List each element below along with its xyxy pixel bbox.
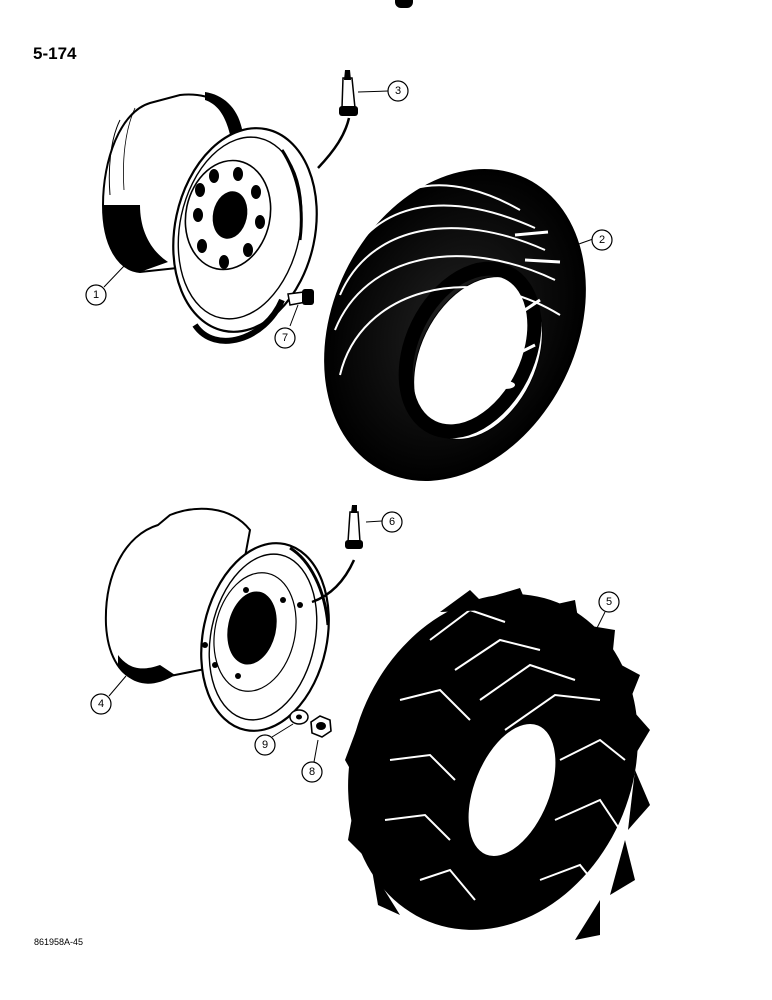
callout-4: 4 — [90, 693, 112, 715]
front-wheel-rim — [101, 92, 318, 344]
callout-1: 1 — [85, 284, 107, 306]
callout-leaders — [103, 90, 606, 763]
rear-wheel-rim — [104, 507, 330, 732]
callout-label: 9 — [262, 739, 268, 751]
callout-9: 9 — [254, 734, 276, 756]
page-number: 5-174 — [33, 44, 77, 63]
callout-8: 8 — [301, 761, 323, 783]
valve-stem-top — [317, 70, 358, 169]
callout-label: 3 — [395, 85, 401, 97]
callout-3: 3 — [387, 80, 409, 102]
page-header-fragment — [395, 0, 413, 8]
callout-7: 7 — [274, 327, 296, 349]
figure-code: 861958A-45 — [34, 937, 84, 947]
callout-label: 7 — [282, 332, 288, 344]
callout-5: 5 — [598, 591, 620, 613]
rear-tire — [345, 588, 650, 940]
wheel-nut — [310, 715, 332, 738]
front-tire — [324, 169, 586, 481]
wheel-bolt — [287, 289, 314, 306]
callout-label: 8 — [309, 766, 315, 778]
callout-label: 2 — [599, 234, 605, 246]
callout-label: 1 — [93, 289, 99, 301]
callout-2: 2 — [591, 229, 613, 251]
callout-label: 5 — [606, 596, 612, 608]
callout-label: 4 — [98, 698, 104, 710]
callout-label: 6 — [389, 516, 395, 528]
washer — [289, 709, 309, 725]
valve-stem-bottom — [311, 505, 363, 604]
callout-6: 6 — [381, 511, 403, 533]
